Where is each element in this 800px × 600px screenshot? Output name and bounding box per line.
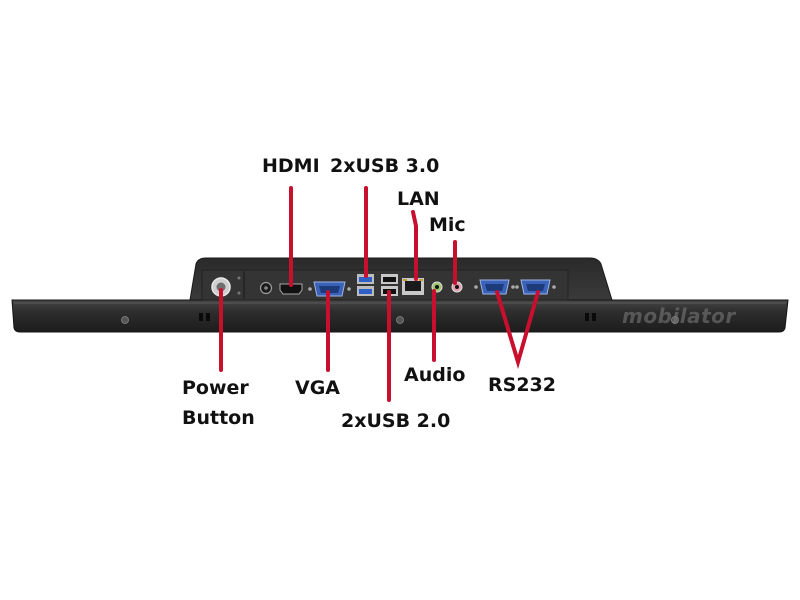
label-mic: Mic [429, 214, 466, 236]
label-audio: Audio [404, 364, 466, 386]
usb3-ports[interactable] [357, 274, 374, 296]
front-flange [11, 299, 789, 333]
label-rs232: RS232 [488, 374, 556, 396]
vga-port[interactable] [308, 281, 351, 297]
pointer-lan [411, 210, 418, 281]
rs232-port-1[interactable] [474, 279, 515, 295]
rs232-port-2[interactable] [515, 279, 556, 295]
pointer-rs232 [495, 290, 540, 370]
label-hdmi: HDMI [262, 155, 320, 177]
label-power-line1: Power [182, 377, 249, 399]
label-lan: LAN [397, 188, 440, 210]
flange-screws [121, 316, 679, 324]
label-power-line2: Button [182, 407, 255, 429]
label-vga: VGA [295, 377, 341, 399]
label-usb2: 2xUSB 2.0 [341, 410, 451, 432]
vent-slots [199, 313, 596, 321]
hdmi-port[interactable] [279, 283, 303, 295]
pointer-lines [219, 186, 540, 402]
dc-jack [259, 281, 273, 295]
lan-port[interactable] [402, 278, 424, 295]
watermark-logo: mobilator [622, 304, 736, 328]
label-usb3: 2xUSB 3.0 [330, 155, 440, 177]
